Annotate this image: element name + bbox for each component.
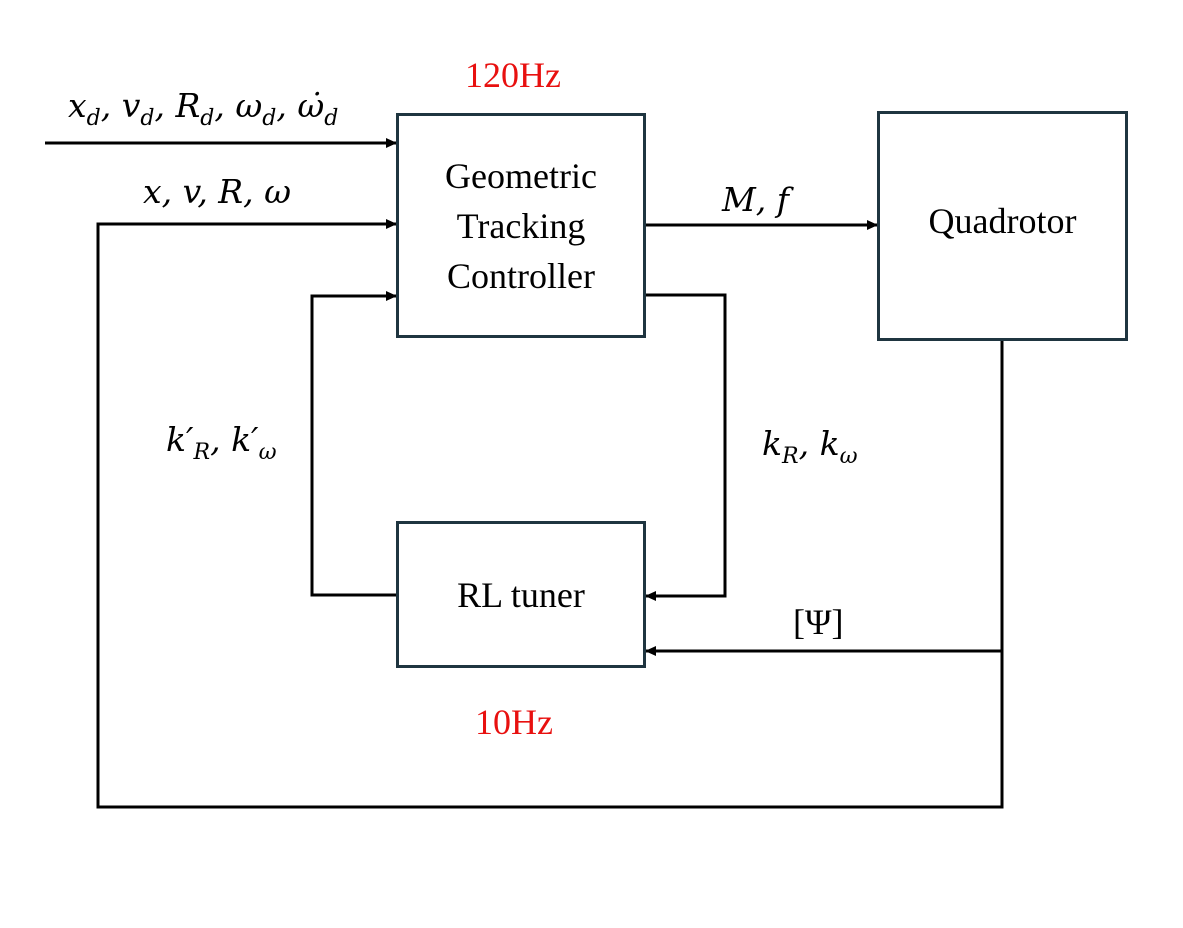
desired-state-label: xd, vd, Rd, ωd, ω̇d bbox=[68, 86, 339, 131]
new-gains-wire bbox=[310, 291, 398, 597]
controller-label-line-2: Tracking bbox=[456, 205, 586, 246]
controller-label-line-1: Geometric bbox=[445, 155, 597, 196]
control-output-label: M, f bbox=[722, 180, 789, 219]
tuner-rate-label: 10Hz bbox=[475, 702, 553, 742]
state-feedback-label: x, v, R, ω bbox=[143, 172, 292, 211]
geometric-tracking-controller-block: Geometric Tracking Controller bbox=[396, 113, 646, 338]
rl-tuner-block: RL tuner bbox=[396, 521, 646, 668]
current-gains-label: kR, kω bbox=[762, 424, 858, 469]
quadrotor-label: Quadrotor bbox=[928, 201, 1077, 241]
quadrotor-block: Quadrotor bbox=[877, 111, 1128, 341]
controller-label-line-3: Controller bbox=[447, 255, 595, 296]
controller-label: Geometric Tracking Controller bbox=[445, 151, 597, 301]
controller-rate-label: 120Hz bbox=[465, 55, 561, 95]
rl-tuner-label: RL tuner bbox=[457, 574, 585, 615]
observation-label: [Ψ] bbox=[793, 602, 844, 642]
new-gains-label: k′R, k′ω bbox=[166, 420, 277, 465]
current-gains-wire bbox=[641, 293, 727, 601]
